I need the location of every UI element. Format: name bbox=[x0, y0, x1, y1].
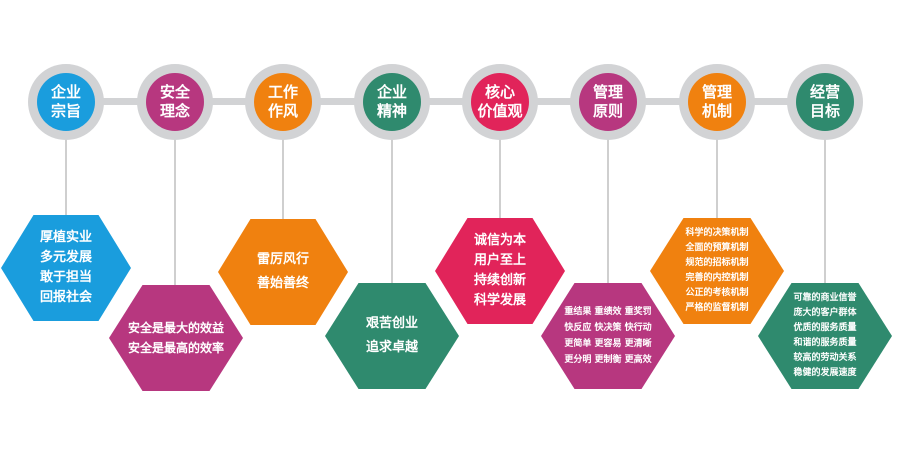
node-title-line: 目标 bbox=[809, 102, 840, 120]
hex-text-line: 较高的劳动关系 bbox=[793, 353, 857, 363]
node-safety: 安全理念 bbox=[137, 64, 213, 140]
hex-text-line: 科学的决策机制 bbox=[685, 228, 749, 238]
hex-text-line: 持续创新 bbox=[473, 273, 526, 288]
node-title-spirit: 企业精神 bbox=[363, 73, 421, 131]
hex-goals: 可靠的商业信誉庞大的客户群体优质的服务质量和谐的服务质量较高的劳动关系稳健的发展… bbox=[758, 283, 892, 389]
node-title-goals: 经营目标 bbox=[796, 73, 854, 131]
hex-text-line: 科学发展 bbox=[473, 293, 526, 308]
connector-safety bbox=[174, 132, 176, 289]
connector-style bbox=[282, 132, 284, 223]
node-title-line: 机制 bbox=[701, 102, 732, 120]
connector-goals bbox=[824, 132, 826, 287]
hex-text-line: 追求卓越 bbox=[365, 340, 418, 355]
hex-text-line: 可靠的商业信誉 bbox=[793, 293, 857, 303]
hex-text-line: 公正的考核机制 bbox=[685, 288, 749, 298]
connector-line bbox=[66, 98, 826, 105]
connector-mechanism bbox=[716, 132, 718, 222]
hex-text-line: 稳健的发展速度 bbox=[793, 368, 857, 378]
hex-values: 诚信为本用户至上持续创新科学发展 bbox=[435, 218, 565, 324]
hex-text-line: 安全是最高的效率 bbox=[127, 341, 224, 355]
hex-mechanism: 科学的决策机制全面的预算机制规范的招标机制完善的内控机制公正的考核机制严格的监督… bbox=[650, 218, 784, 324]
hex-text-line: 安全是最大的效益 bbox=[127, 321, 224, 335]
node-goals: 经营目标 bbox=[787, 64, 863, 140]
connector-mission bbox=[65, 132, 67, 219]
node-title-safety: 安全理念 bbox=[146, 73, 204, 131]
hex-text-line: 用户至上 bbox=[473, 253, 526, 268]
node-title-line: 理念 bbox=[159, 102, 190, 120]
hex-principles: 重结果 重绩效 重奖罚快反应 快决策 快行动更简单 更容易 更清晰更分明 更制衡… bbox=[541, 283, 675, 389]
hex-text-line: 规范的招标机制 bbox=[685, 258, 749, 268]
node-title-style: 工作作风 bbox=[254, 73, 312, 131]
connector-principles bbox=[607, 132, 609, 287]
hex-text-line: 多元发展 bbox=[39, 250, 92, 265]
node-title-line: 作风 bbox=[267, 102, 298, 120]
hex-text-line: 艰苦创业 bbox=[365, 316, 418, 331]
hex-text-line: 完善的内控机制 bbox=[685, 273, 749, 283]
node-title-mission: 企业宗旨 bbox=[37, 73, 95, 131]
node-style: 工作作风 bbox=[245, 64, 321, 140]
hex-text-line: 善始善终 bbox=[256, 276, 309, 291]
node-title-line: 经营 bbox=[809, 83, 840, 101]
hex-text-line: 敢于担当 bbox=[39, 270, 92, 285]
hex-text-line: 快反应 快决策 快行动 bbox=[564, 323, 652, 333]
hex-style: 雷厉风行善始善终 bbox=[218, 219, 348, 325]
node-title-line: 原则 bbox=[592, 102, 623, 120]
hex-text-line: 严格的监督机制 bbox=[685, 303, 749, 313]
hex-text-line: 回报社会 bbox=[39, 290, 92, 305]
node-spirit: 企业精神 bbox=[354, 64, 430, 140]
node-title-line: 核心 bbox=[484, 83, 515, 101]
node-title-line: 宗旨 bbox=[50, 102, 81, 120]
node-title-line: 企业 bbox=[376, 83, 407, 101]
node-title-line: 安全 bbox=[159, 83, 190, 101]
hex-text-line: 全面的预算机制 bbox=[685, 243, 749, 253]
node-title-line: 管理 bbox=[592, 83, 623, 101]
hex-text-line: 诚信为本 bbox=[473, 233, 526, 248]
node-title-values: 核心价值观 bbox=[471, 73, 529, 131]
node-principles: 管理原则 bbox=[570, 64, 646, 140]
hex-safety: 安全是最大的效益安全是最高的效率 bbox=[109, 285, 243, 391]
node-title-line: 价值观 bbox=[477, 102, 523, 120]
node-mission: 企业宗旨 bbox=[28, 64, 104, 140]
node-title-line: 企业 bbox=[50, 83, 81, 101]
node-title-line: 精神 bbox=[376, 102, 407, 120]
hex-text-line: 重结果 重绩效 重奖罚 bbox=[564, 307, 652, 317]
hex-text-line: 厚植实业 bbox=[39, 230, 92, 245]
hex-text-line: 优质的服务质量 bbox=[793, 323, 857, 333]
connector-spirit bbox=[391, 132, 393, 287]
hex-text-line: 和谐的服务质量 bbox=[793, 338, 857, 348]
hex-spirit: 艰苦创业追求卓越 bbox=[325, 283, 459, 389]
node-title-mechanism: 管理机制 bbox=[688, 73, 746, 131]
hex-text-line: 更分明 更制衡 更高效 bbox=[564, 355, 652, 365]
node-title-principles: 管理原则 bbox=[579, 73, 637, 131]
node-title-line: 管理 bbox=[701, 83, 732, 101]
node-title-line: 工作 bbox=[267, 83, 298, 101]
hex-mission: 厚植实业多元发展敢于担当回报社会 bbox=[1, 215, 131, 321]
hex-text-line: 更简单 更容易 更清晰 bbox=[564, 339, 652, 349]
hex-text-line: 庞大的客户群体 bbox=[793, 308, 857, 318]
hex-text-line: 雷厉风行 bbox=[256, 252, 309, 267]
connector-values bbox=[499, 132, 501, 222]
node-mechanism: 管理机制 bbox=[679, 64, 755, 140]
node-values: 核心价值观 bbox=[462, 64, 538, 140]
